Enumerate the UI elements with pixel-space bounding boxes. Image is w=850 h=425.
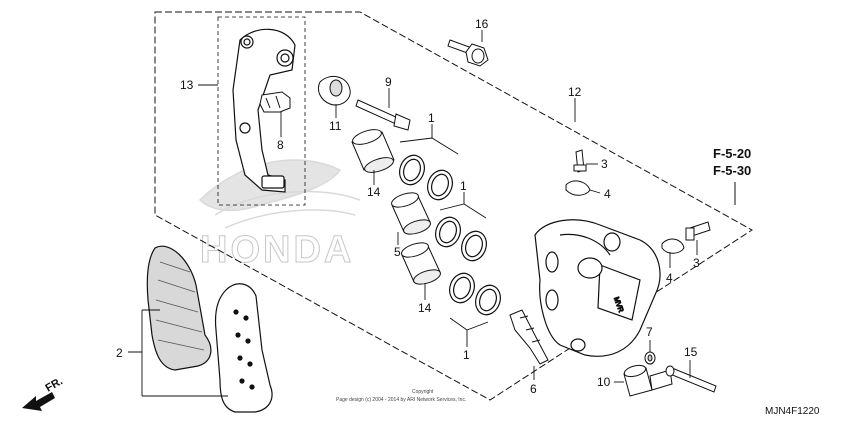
pad-retainer[interactable]	[259, 91, 291, 113]
callout-3-upper: 3	[601, 157, 608, 171]
bleed-cap-upper[interactable]	[565, 180, 591, 196]
bracket-box	[217, 16, 306, 206]
plug[interactable]	[623, 363, 673, 397]
callout-labels: 13 8 11 9 16 12 1 1 1 14 14 5 3 4 3 4 7 …	[116, 17, 700, 396]
front-direction-label: FR.	[44, 375, 65, 394]
boot[interactable]	[317, 75, 351, 106]
pad-pin[interactable]	[665, 365, 717, 393]
seal-set-upper[interactable]	[396, 152, 457, 203]
callout-16: 16	[475, 17, 489, 31]
piston-lower[interactable]	[400, 240, 442, 287]
callout-1-middle: 1	[460, 179, 467, 193]
callout-12: 12	[568, 85, 582, 99]
copyright-line-2: Page design (c) 2004 - 2014 by ARI Netwo…	[336, 397, 466, 403]
piston-middle[interactable]	[390, 190, 432, 237]
copyright-line-1: Copyright	[412, 389, 434, 395]
caliper-body[interactable]: MVR	[534, 219, 661, 357]
callout-14-upper: 14	[367, 185, 381, 199]
bleed-valve-right[interactable]	[685, 221, 711, 241]
seal-set-middle[interactable]	[432, 214, 491, 264]
assembly-outline	[154, 11, 753, 401]
pin-bolt[interactable]	[355, 99, 411, 131]
cap[interactable]	[644, 351, 656, 365]
callout-5: 5	[394, 245, 401, 259]
callout-7: 7	[646, 325, 653, 339]
callout-14-lower: 14	[418, 301, 432, 315]
seal-set-lower[interactable]	[446, 270, 505, 318]
bleed-valve-upper[interactable]	[573, 149, 587, 173]
callout-15: 15	[684, 345, 698, 359]
honda-wing-watermark	[198, 159, 361, 229]
callout-9: 9	[385, 75, 392, 89]
callout-6: 6	[530, 382, 537, 396]
callout-3-right: 3	[693, 256, 700, 270]
front-direction-arrow-icon: FR.	[22, 375, 65, 411]
callout-10: 10	[597, 375, 611, 389]
flange-bolt[interactable]	[447, 39, 489, 67]
bleed-cap-right[interactable]	[661, 238, 685, 254]
leader-lines	[128, 30, 698, 397]
callout-2: 2	[116, 346, 123, 360]
callout-1-upper: 1	[428, 111, 435, 125]
brake-pad-rear[interactable]	[146, 245, 212, 371]
honda-watermark-text: HONDA	[200, 229, 354, 271]
callout-4-right: 4	[666, 271, 673, 285]
diagram-code: MJN4F1220	[765, 406, 820, 417]
callout-1-lower: 1	[463, 348, 470, 362]
caliper-bracket[interactable]	[232, 28, 296, 193]
reference-f-5-30[interactable]: F-5-30	[713, 163, 751, 178]
reference-f-5-20[interactable]: F-5-20	[713, 146, 751, 161]
pad-spring[interactable]	[509, 309, 549, 365]
callout-11: 11	[329, 119, 342, 133]
callout-8: 8	[277, 138, 284, 152]
brake-pad-front[interactable]	[214, 283, 273, 413]
callout-13: 13	[180, 78, 194, 92]
piston-upper[interactable]	[351, 127, 395, 176]
callout-4-upper: 4	[604, 187, 611, 201]
